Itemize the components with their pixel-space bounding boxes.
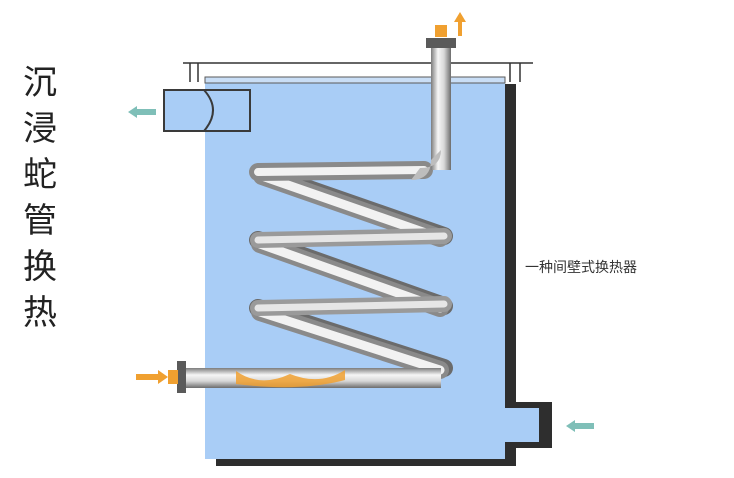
tank-rim (204, 76, 506, 84)
cooling-in-arrow (566, 420, 594, 432)
tank-lid (183, 62, 533, 82)
outlet-pipe (411, 12, 466, 180)
title-char: 管 (23, 201, 57, 241)
overflow-outlet (163, 89, 251, 132)
title-char: 蛇 (23, 155, 57, 195)
inlet-pipe (136, 361, 441, 393)
diagram-caption: 一种间壁式换热器 (525, 260, 637, 276)
title-char: 浸 (23, 109, 57, 149)
cooling-out-arrow (128, 106, 156, 118)
title-char: 热 (23, 293, 57, 333)
outlet-nozzle (493, 408, 539, 442)
coil-front-segments (249, 161, 452, 379)
vertical-title: 沉 浸 蛇 管 换 热 (16, 60, 64, 336)
title-char: 换 (23, 247, 57, 287)
title-char: 沉 (23, 63, 57, 103)
tank (204, 76, 552, 466)
